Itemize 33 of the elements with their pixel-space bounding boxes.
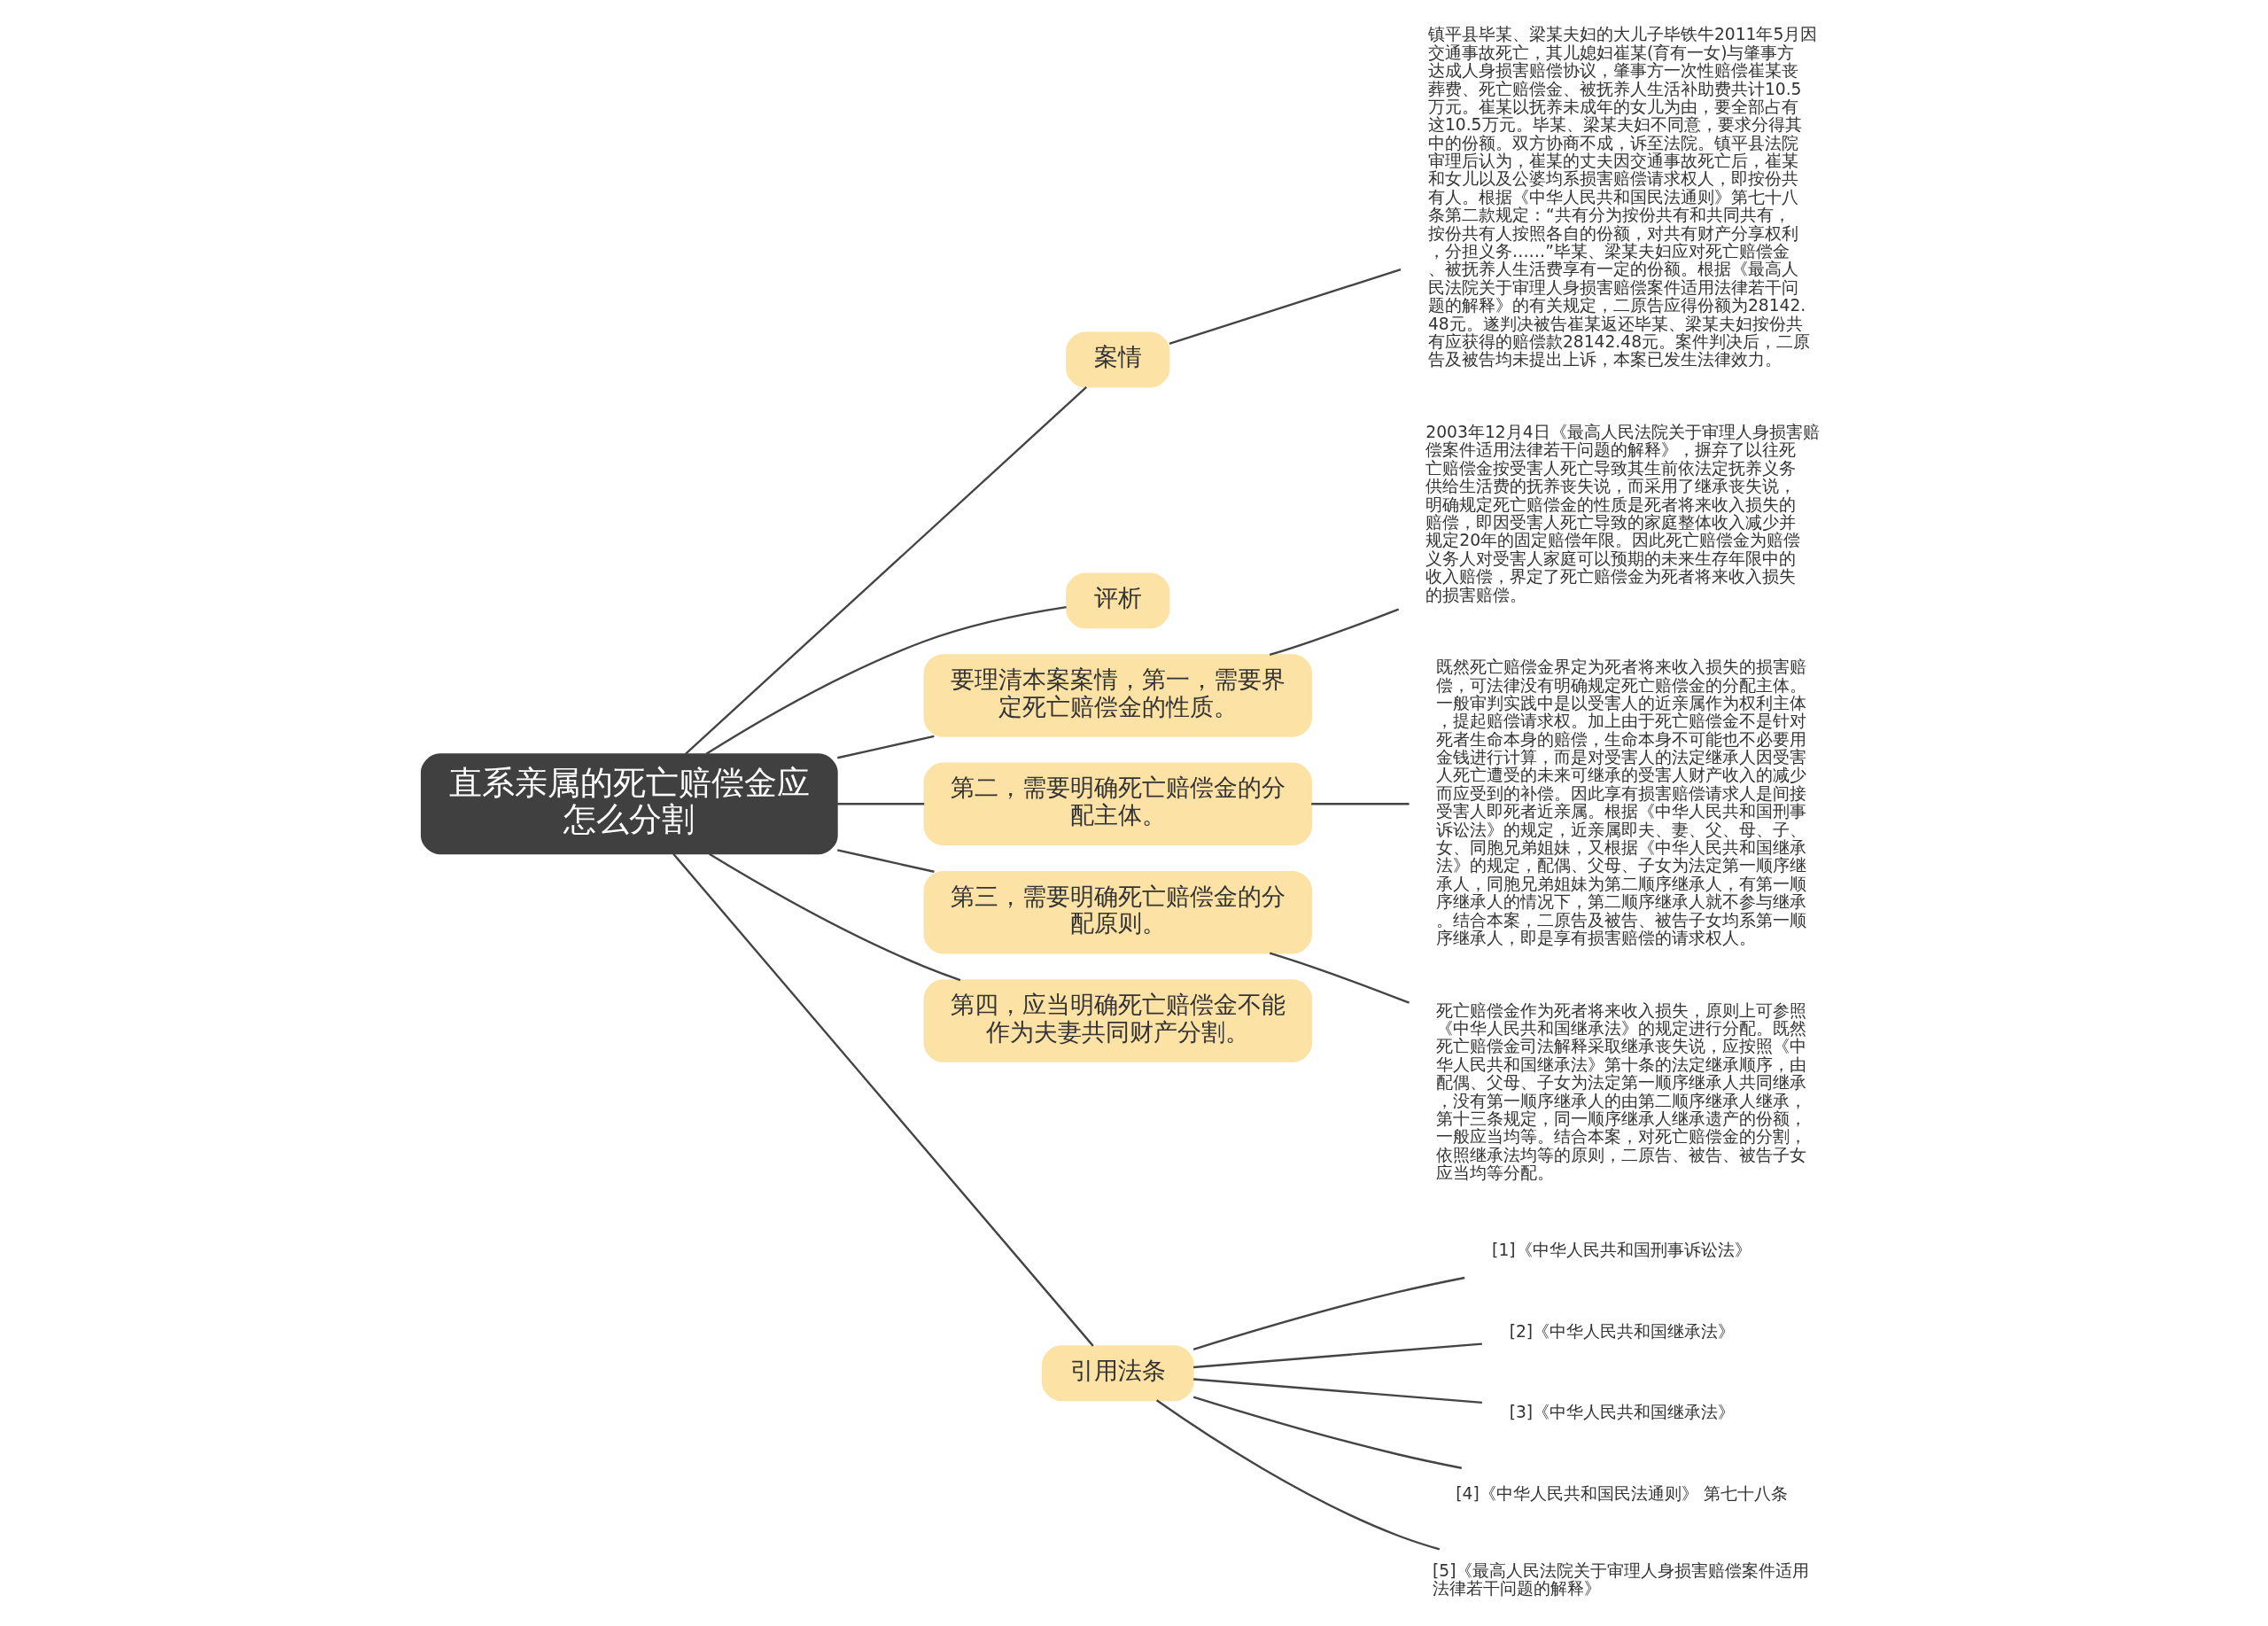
connector — [836, 849, 935, 873]
node-box: 第三，需要明确死亡赔偿金的分配原则。 — [923, 870, 1312, 954]
connector — [1169, 268, 1401, 345]
node-box: 评析 — [1065, 572, 1169, 629]
connector — [1269, 952, 1410, 1004]
node-box: 直系亲属的死亡赔偿金应怎么分割 — [420, 753, 838, 855]
node-box: 第二，需要明确死亡赔偿金的分配主体。 — [923, 762, 1312, 846]
node-text: [5]《最高人民法院关于审理人身损害赔偿案件适用法律若干问题的解释》 — [1432, 1560, 1809, 1599]
node-text: [4]《中华人民共和国民法通则》 第七十八条 — [1455, 1484, 1788, 1504]
connector — [708, 852, 960, 982]
connector — [1310, 803, 1410, 805]
node-box: 第四，应当明确死亡赔偿金不能作为夫妻共同财产分割。 — [923, 979, 1312, 1062]
connector — [836, 735, 935, 759]
connector — [1192, 1276, 1464, 1350]
connector — [836, 803, 924, 805]
connector — [1192, 1378, 1482, 1404]
node-text: [1]《中华人民共和国刑事诉讼法》 — [1491, 1240, 1751, 1259]
node-text: [2]《中华人民共和国继承法》 — [1509, 1321, 1735, 1341]
node-text: 死亡赔偿金作为死者将来收入损失，原则上可参照《中华人民共和国继承法》的规定进行分配。既然死亡赔偿金司法解释采取继承丧失说，应按照《中华人民共和国继承法》第十条的法定继承顺序，由配偶、父母、子女为法定第一顺序继承人共同继承，没有第一顺序继承人的由第二顺序继承人继承，第十三条规定，同一顺序继承人继承遗产的份额，一般应当均等。结合本案，对死亡赔偿金的分割，依照继承法均等的原则，二原告、被告、被告子女应当均等分配。 — [1435, 1000, 1806, 1183]
connector — [1192, 1396, 1462, 1469]
connector — [1192, 1342, 1482, 1369]
node-box: 案情 — [1065, 331, 1169, 388]
node-text: 既然死亡赔偿金界定为死者将来收入损失的损害赔偿，可法律没有明确规定死亡赔偿金的分配主体。一般审判实践中是以受害人的近亲属作为权利主体，提起赔偿请求权。加上由于死亡赔偿金不是针对死者生命本身的赔偿，生命本身不可能也不必要用金钱进行计算，而是对受害人的法定继承人因受害人死亡遭受的未来可继承的受害人财产收入的减少而应受到的补偿。因此享有损害赔偿请求人是间接受害人即死者近亲属。根据《中华人民共和国刑事诉讼法》的规定，近亲属即夫、妻、父、母、子、女、同胞兄弟姐妹，又根据《中华人民共和国继承法》的规定，配偶、父母、子女为法定第一顺序继承人，同胞兄弟姐妹为第二顺序继承人，有第一顺序继承人的情况下，第二顺序继承人就不参与继承。结合本案，二原告及被告、被告子女均系第一顺序继承人，即是享有损害赔偿的请求权人。 — [1435, 657, 1806, 948]
connector — [672, 852, 1094, 1347]
connector — [1269, 608, 1399, 657]
node-text: [3]《中华人民共和国继承法》 — [1509, 1403, 1735, 1422]
node-box: 引用法条 — [1041, 1345, 1194, 1402]
connector — [1155, 1399, 1440, 1551]
node-text: 镇平县毕某、梁某夫妇的大儿子毕铁牛2011年5月因交通事故死亡，其儿媳妇崔某(育有一女)与肇事方达成人身损害赔偿协议，肇事方一次性赔偿崔某丧葬费、死亡赔偿金、被抚养人生活补助费共计10.5万元。崔某以抚养未成年的女儿为由，要全部占有这10.5万元。毕某、梁某夫妇不同意，要求分得其中的份额。双方协商不成，诉至法院。镇平县法院审理后认为，崔某的丈夫因交通事故死亡后，崔某和女儿以及公婆均系损害赔偿请求权人，即按份共有人。根据《中华人民共和国民法通则》第七十八条第二款规定：“共有分为按份共有和共同共有，按份共有人按照各自的份额，对共有财产分享权利，分担义务……”毕某、梁某夫妇应对死亡赔偿金、被抚养人生活费享有一定的份额。根据《最高人民法院关于审理人身损害赔偿案件适用法律若干问题的解释》的有关规定，二原告应得份额为28142.48元。遂判决被告崔某返还毕某、梁某夫妇按份共有应获得的赔偿款28142.48元。案件判决后，二原告及被告均未提出上诉，本案已发生法律效力。 — [1427, 25, 1817, 370]
connector — [705, 605, 1067, 755]
node-text: 2003年12月4日《最高人民法院关于审理人身损害赔偿案件适用法律若干问题的解释》，摒弃了以往死亡赔偿金按受害人死亡导致其生前依法定抚养义务供给生活费的抚养丧失说，而采用了继承丧失说，明确规定死亡赔偿金的性质是死者将来收入损失的赔偿，即因受害人死亡导致的家庭整体收入减少并规定20年的固定赔偿年限。因此死亡赔偿金为赔偿义务人对受害人家庭可以预期的未来生存年限中的收入赔偿，界定了死亡赔偿金为死者将来收入损失的损害赔偿。 — [1425, 422, 1820, 604]
node-box: 要理清本案案情，第一，需要界定死亡赔偿金的性质。 — [923, 654, 1312, 737]
connector — [684, 386, 1087, 755]
